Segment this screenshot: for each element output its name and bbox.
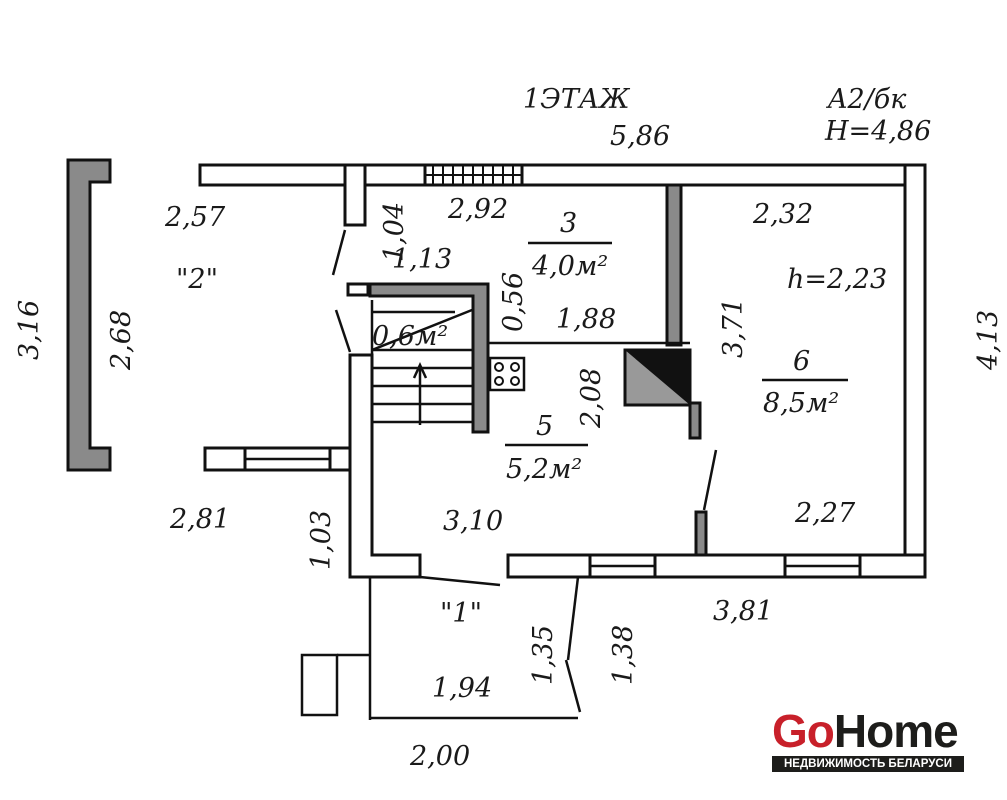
dim-103: 1,03 bbox=[306, 510, 337, 570]
stair-top-stub bbox=[346, 282, 370, 297]
dim-227: 2,27 bbox=[794, 498, 856, 529]
dim-104: 1,04 bbox=[379, 202, 410, 262]
stair-area: 0,6м² bbox=[372, 321, 448, 352]
left-detached-wall bbox=[66, 158, 112, 472]
dim-208: 2,08 bbox=[576, 368, 607, 429]
logo-tagline: НЕДВИЖИМОСТЬ БЕЛАРУСИ bbox=[772, 756, 964, 772]
dim-232: 2,32 bbox=[752, 199, 813, 230]
room-5-area: 5,2м² bbox=[506, 454, 582, 485]
dim-257: 2,57 bbox=[164, 202, 226, 233]
left-wall-piece-2 bbox=[328, 446, 352, 472]
right-wall bbox=[903, 163, 927, 579]
dim-135: 1,35 bbox=[528, 625, 559, 685]
building-height: H=4,86 bbox=[824, 116, 931, 147]
partition-wall-lower bbox=[688, 401, 702, 440]
dim-194: 1,94 bbox=[432, 673, 492, 704]
logo-go: Go bbox=[772, 705, 835, 757]
dim-113: 1,13 bbox=[392, 244, 452, 275]
porch bbox=[300, 576, 582, 720]
zone-1-label: "1" bbox=[440, 598, 482, 629]
dim-138: 1,38 bbox=[608, 625, 639, 685]
stair-steps bbox=[371, 308, 473, 425]
dim-188: 1,88 bbox=[556, 304, 616, 335]
dim-top-total: 5,86 bbox=[610, 121, 670, 152]
dim-056: 0,56 bbox=[498, 272, 529, 332]
partition-wall-bottom bbox=[694, 510, 708, 557]
window-hatch bbox=[425, 165, 522, 185]
bottom-wall bbox=[506, 553, 927, 579]
top-wall-right bbox=[520, 163, 927, 187]
left-wall-piece bbox=[203, 446, 247, 472]
gohome-logo[interactable]: GoHome НЕДВИЖИМОСТЬ БЕЛАРУСИ bbox=[772, 708, 964, 772]
room-3-number: 3 bbox=[560, 208, 577, 239]
room-3-area: 4,0м² bbox=[531, 251, 608, 282]
dim-413: 4,13 bbox=[973, 310, 1004, 371]
dim-381: 3,81 bbox=[713, 596, 773, 627]
top-wall-left bbox=[198, 163, 427, 187]
logo-home: Home bbox=[833, 705, 959, 757]
stair-wall bbox=[368, 282, 490, 434]
building-code: A2/бк bbox=[825, 84, 907, 115]
cooktop bbox=[488, 356, 526, 392]
room-6-area: 8,5м² bbox=[763, 388, 839, 419]
room-6-number: 6 bbox=[793, 346, 810, 377]
stove-black bbox=[625, 350, 690, 405]
dim-371: 3,71 bbox=[718, 298, 749, 358]
logo-wordmark: GoHome bbox=[772, 708, 964, 754]
partition-wall bbox=[665, 183, 683, 347]
cooktop-burners bbox=[494, 362, 520, 386]
floor-title: 1ЭТАЖ bbox=[523, 84, 630, 115]
room-5-number: 5 bbox=[536, 411, 553, 442]
dim-316: 3,16 bbox=[14, 300, 45, 360]
zone-2-label: "2" bbox=[176, 264, 218, 295]
dim-292: 2,92 bbox=[447, 194, 508, 225]
left-interior-wall bbox=[348, 353, 422, 579]
wall-stub bbox=[343, 163, 367, 227]
dim-310: 3,10 bbox=[443, 506, 503, 537]
room-height: h=2,23 bbox=[787, 264, 887, 295]
dim-281: 2,81 bbox=[169, 504, 230, 535]
dim-268: 2,68 bbox=[106, 310, 137, 371]
dim-200: 2,00 bbox=[409, 741, 470, 772]
